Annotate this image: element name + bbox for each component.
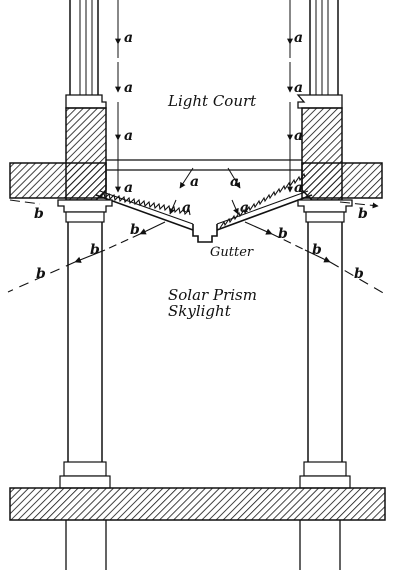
right-floor-slab [301, 162, 383, 199]
ray-label-b: b [130, 222, 140, 238]
ray-label-a: a [294, 180, 303, 196]
outgoing-rays [7, 199, 386, 295]
ray-label-a: a [124, 128, 133, 144]
solar-prism-label: Solar Prism [168, 286, 257, 304]
light-court-label: Light Court [167, 92, 257, 110]
left-column [57, 199, 113, 489]
gutter [192, 224, 218, 243]
court-sill [106, 159, 302, 171]
ray-label-a: a [294, 80, 303, 96]
ray-label-a: a [124, 180, 133, 196]
ray-label-a: a [294, 128, 303, 144]
skylight-right-slope [216, 172, 313, 231]
ray-label-b: b [312, 242, 322, 258]
lower-floor-slab [9, 487, 386, 570]
ray-labels-b: b b b b b b b b [34, 206, 368, 282]
ray-labels-a: a a a a a a a a a a a a [124, 30, 303, 216]
ray-label-a: a [230, 174, 239, 190]
left-floor-slab [9, 162, 107, 199]
ray-label-b: b [36, 266, 46, 282]
ray-label-b: b [90, 242, 100, 258]
ray-label-a: a [124, 80, 133, 96]
ray-label-b: b [278, 226, 288, 242]
ray-label-a: a [190, 174, 199, 190]
ray-label-a: a [182, 200, 191, 216]
skylight-left-slope [95, 190, 194, 231]
ray-label-b: b [34, 206, 44, 222]
ray-label-a: a [124, 30, 133, 46]
incoming-rays [115, 0, 293, 215]
skylight-label: Skylight [168, 302, 232, 320]
ray-label-b: b [354, 266, 364, 282]
right-column [297, 199, 353, 489]
ray-label-b: b [358, 206, 368, 222]
ray-label-a: a [240, 200, 249, 216]
ray-label-a: a [294, 30, 303, 46]
gutter-label: Gutter [210, 245, 254, 260]
